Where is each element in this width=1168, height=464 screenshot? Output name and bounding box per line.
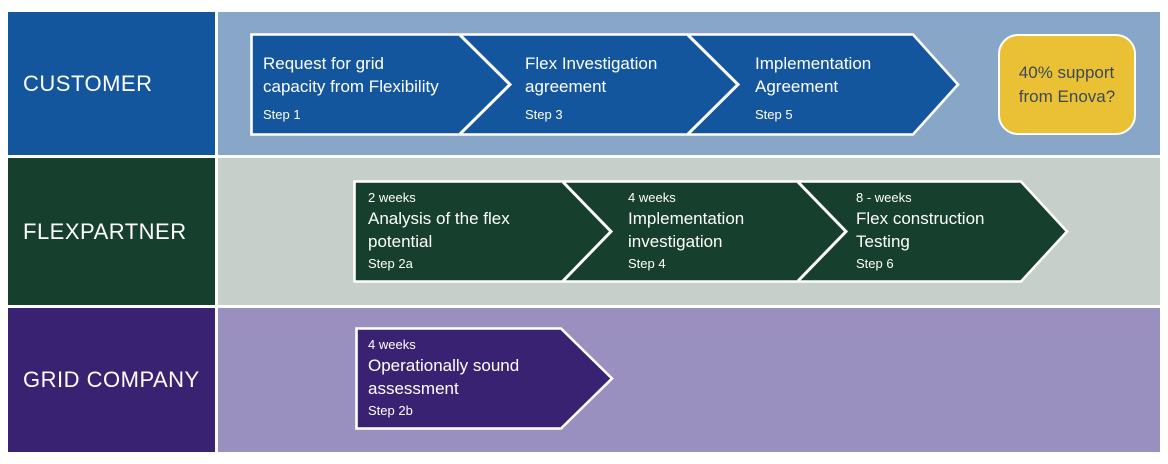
enova-support-note: 40% support from Enova?: [998, 34, 1136, 135]
lane-grid-company: GRID COMPANY 4 weeks Operationally sound…: [8, 308, 1160, 452]
lane-flexpartner: FLEXPARTNER 2 weeks Analysis of the flex…: [8, 158, 1160, 305]
lane-label-customer: CUSTOMER: [8, 12, 215, 155]
lane-content-customer: Request for grid capacity from Flexibili…: [218, 12, 1160, 155]
lane-label-flexpartner: FLEXPARTNER: [8, 158, 215, 305]
lane-content-flexpartner: 2 weeks Analysis of the flex potential S…: [218, 158, 1160, 305]
grid-company-process-arrow-shape: [355, 327, 614, 430]
lane-label-grid-company: GRID COMPANY: [8, 308, 215, 452]
flexpartner-process-arrows-shape: [353, 180, 1069, 283]
customer-process-arrows-shape: [250, 33, 960, 136]
lane-customer: CUSTOMER Request for grid capacity from …: [8, 12, 1160, 155]
lane-content-grid-company: 4 weeks Operationally sound assessment S…: [218, 308, 1160, 452]
